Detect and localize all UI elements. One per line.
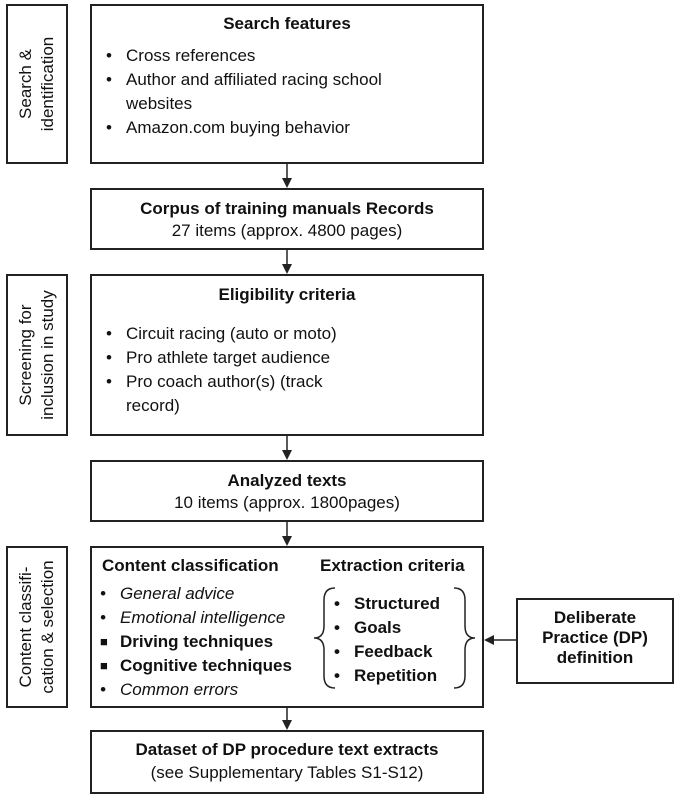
dataset-title: Dataset of DP procedure text extracts xyxy=(135,740,439,759)
eligibility-box: Eligibility criteria •Circuit racing (au… xyxy=(90,274,484,436)
dp-line-1: Deliberate xyxy=(553,608,637,627)
side-label-screening: Screening for inclusion in study xyxy=(6,274,68,436)
analyzed-texts-box: Analyzed texts 10 items (approx. 1800pag… xyxy=(90,460,484,522)
dp-line-2: Practice (DP) xyxy=(542,628,648,647)
extraction-criteria-list: •Structured •Goals •Feedback •Repetition xyxy=(330,592,440,688)
content-classification-list: •General advice •Emotional intelligence … xyxy=(96,582,292,702)
search-features-list: •Cross references •Author and affiliated… xyxy=(102,44,482,140)
list-item: •Common errors xyxy=(100,680,239,699)
list-item: ■Driving techniques xyxy=(100,632,274,651)
content-classification-box: Content classification Extraction criter… xyxy=(90,546,484,708)
side-label-search-identification: Search & identification xyxy=(6,4,68,164)
corpus-title: Corpus of training manuals Records xyxy=(140,199,434,218)
content-classification-title: Content classification xyxy=(102,556,279,575)
eligibility-list: •Circuit racing (auto or moto) •Pro athl… xyxy=(102,322,482,418)
list-item: •Pro athlete target audience xyxy=(106,348,331,367)
list-item: •Pro coach author(s) (track xyxy=(106,372,323,391)
list-item: •Repetition xyxy=(334,666,438,685)
list-item: ■Cognitive techniques xyxy=(100,656,292,675)
list-item: •Circuit racing (auto or moto) xyxy=(106,324,337,343)
dataset-subtitle: (see Supplementary Tables S1-S12) xyxy=(150,763,424,782)
dataset-box: Dataset of DP procedure text extracts (s… xyxy=(90,730,484,794)
list-item: •Cross references xyxy=(106,46,256,65)
list-item: •Structured xyxy=(334,594,440,613)
list-item: •General advice xyxy=(100,584,235,603)
side-label-content-classification: Content classifi- cation & selection xyxy=(6,546,68,708)
corpus-box: Corpus of training manuals Records 27 it… xyxy=(90,188,484,250)
search-features-box: Search features •Cross references •Autho… xyxy=(90,4,484,164)
extraction-criteria-title: Extraction criteria xyxy=(320,556,465,575)
list-item: •Feedback xyxy=(334,642,433,661)
eligibility-title: Eligibility criteria xyxy=(218,285,356,304)
list-item: websites xyxy=(126,94,193,113)
analyzed-title: Analyzed texts xyxy=(227,471,347,490)
list-item: •Amazon.com buying behavior xyxy=(106,118,350,137)
list-item: record) xyxy=(126,396,180,415)
deliberate-practice-box: Deliberate Practice (DP) definition xyxy=(516,598,674,684)
search-features-title: Search features xyxy=(223,14,351,33)
corpus-subtitle: 27 items (approx. 4800 pages) xyxy=(171,221,403,240)
dp-line-3: definition xyxy=(556,648,634,667)
list-item: •Emotional intelligence xyxy=(100,608,286,627)
analyzed-subtitle: 10 items (approx. 1800pages) xyxy=(174,493,400,512)
extraction-braces xyxy=(313,587,476,689)
list-item: •Goals xyxy=(334,618,402,637)
list-item: •Author and affiliated racing school xyxy=(106,70,382,89)
